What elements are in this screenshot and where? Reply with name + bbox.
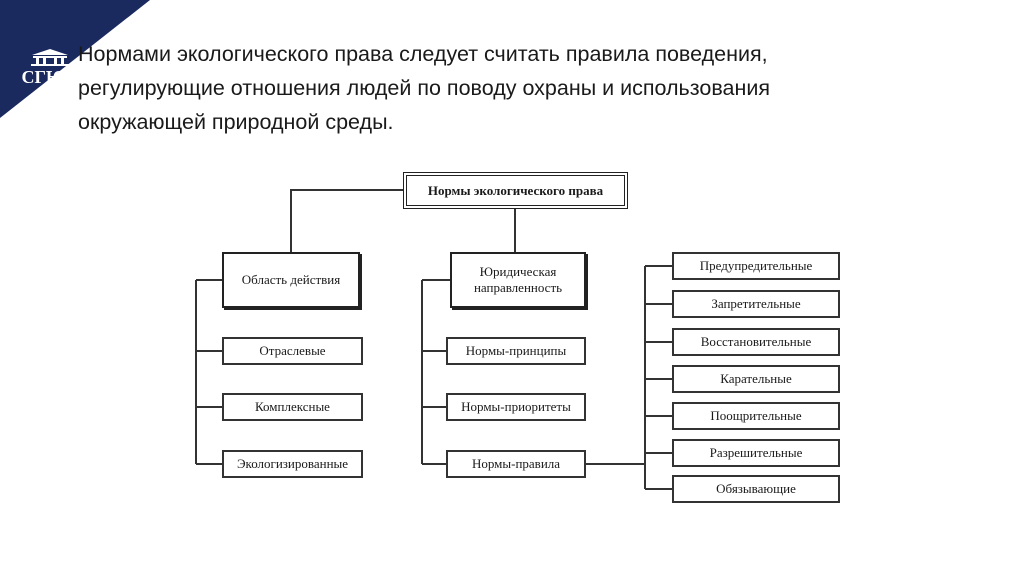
legal-item: Нормы-правила	[446, 450, 586, 478]
connector-root-scope	[290, 189, 403, 252]
title-line: Нормами экологического права следует счи…	[78, 42, 768, 66]
category-scope: Область действия	[222, 252, 360, 308]
rule-type-item: Запретительные	[672, 290, 840, 318]
legal-item: Нормы-принципы	[446, 337, 586, 365]
category-legal: Юридическая направленность	[450, 252, 586, 308]
rule-type-item: Предупредительные	[672, 252, 840, 280]
root-node: Нормы экологического права	[403, 172, 628, 209]
slide-title: Нормами экологического права следует счи…	[78, 37, 978, 139]
rule-type-item: Карательные	[672, 365, 840, 393]
legal-item: Нормы-приоритеты	[446, 393, 586, 421]
scope-item: Комплексные	[222, 393, 363, 421]
scope-item: Отраслевые	[222, 337, 363, 365]
title-line: окружающей природной среды.	[78, 110, 394, 134]
university-logo: СГЮА	[20, 48, 80, 88]
rule-type-item: Обязывающие	[672, 475, 840, 503]
rule-type-item: Восстановительные	[672, 328, 840, 356]
rule-type-item: Поощрительные	[672, 402, 840, 430]
corner-decoration	[0, 0, 150, 118]
building-icon	[31, 49, 69, 66]
rule-type-item: Разрешительные	[672, 439, 840, 467]
title-line: регулирующие отношения людей по поводу о…	[78, 76, 770, 100]
scope-item: Экологизированные	[222, 450, 363, 478]
logo-text: СГЮА	[21, 67, 79, 87]
